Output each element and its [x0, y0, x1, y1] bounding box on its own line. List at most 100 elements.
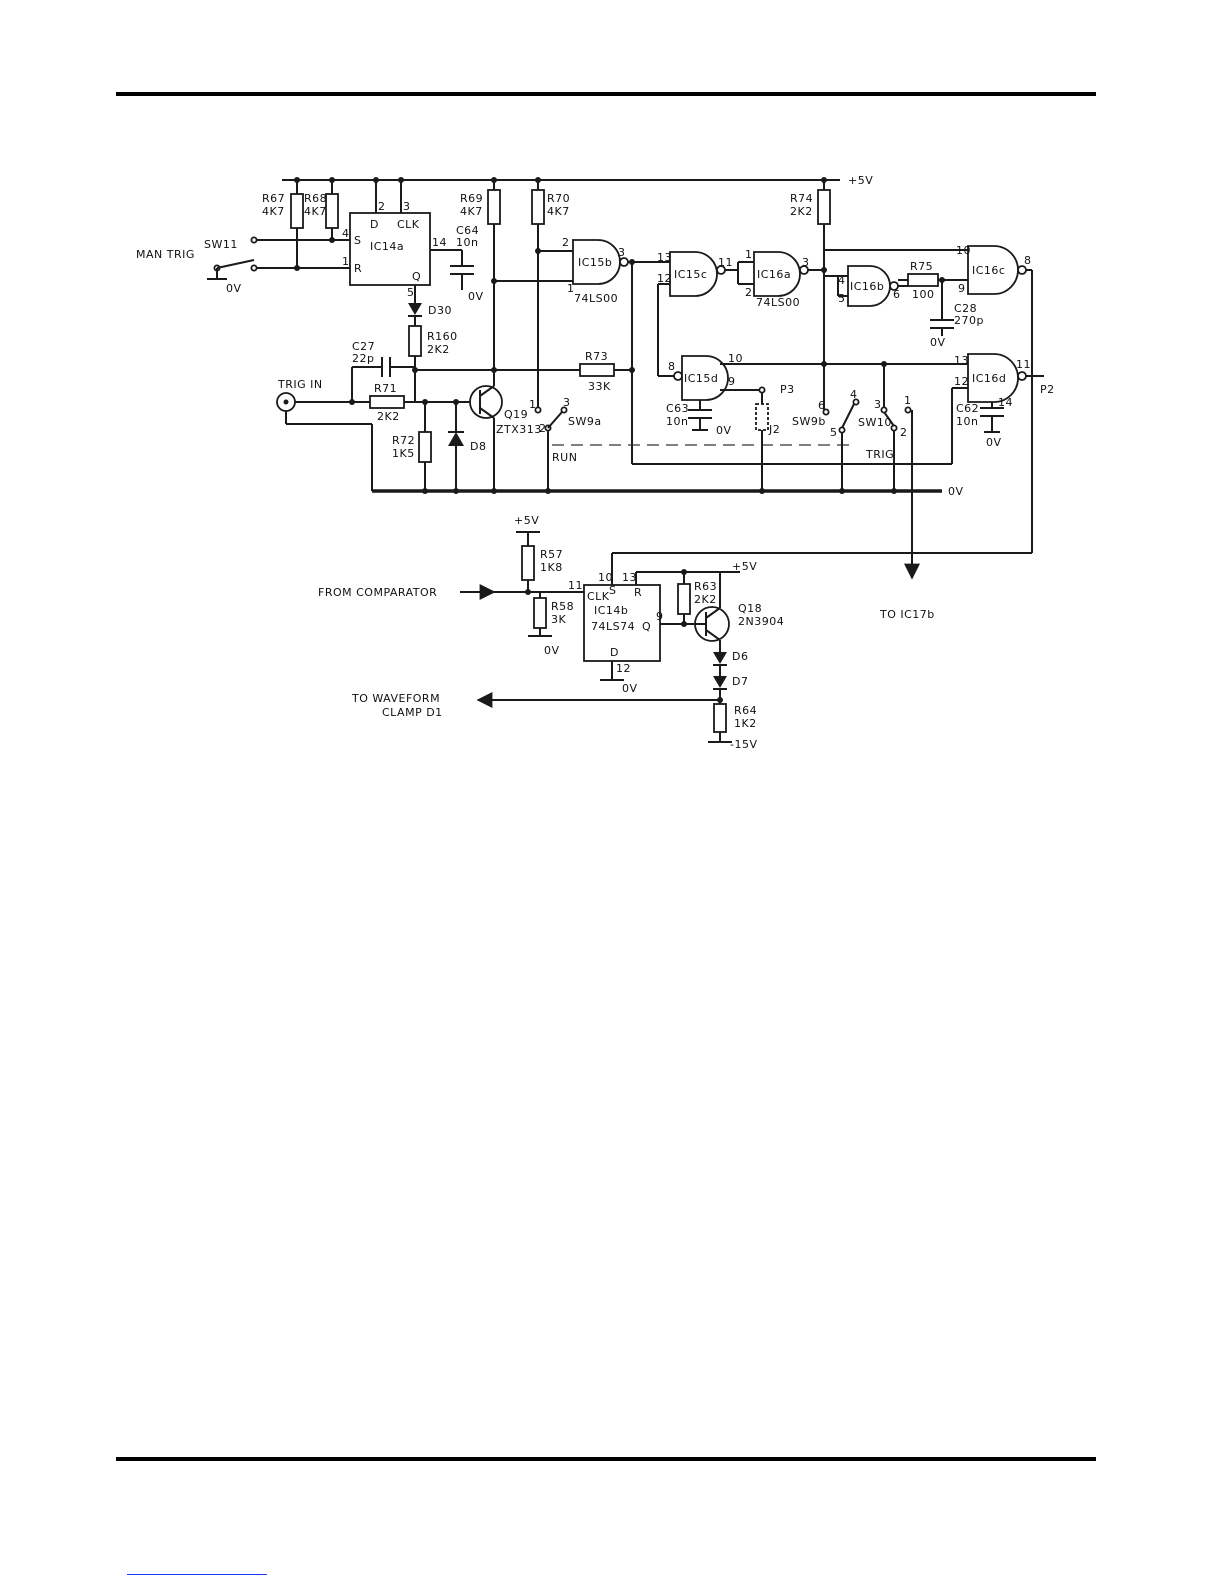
resistor-r67: R67 4K7 [262, 180, 304, 271]
sw11-label: SW11 [204, 238, 238, 251]
resistor-r58: R58 3K 0V [528, 592, 574, 657]
svg-text:R73: R73 [585, 350, 608, 363]
svg-text:D6: D6 [732, 650, 748, 663]
svg-text:IC14a: IC14a [370, 240, 404, 253]
svg-text:74LS00: 74LS00 [756, 296, 800, 309]
svg-text:IC15c: IC15c [674, 268, 707, 281]
svg-text:+5V: +5V [732, 560, 757, 573]
svg-text:10: 10 [598, 571, 613, 584]
svg-text:5: 5 [838, 292, 846, 305]
svg-text:14: 14 [432, 236, 447, 249]
svg-text:6: 6 [893, 288, 901, 301]
svg-text:IC15d: IC15d [684, 372, 718, 385]
svg-text:CLAMP D1: CLAMP D1 [382, 706, 443, 719]
svg-text:3: 3 [403, 200, 411, 213]
resistor-r69: R69 4K7 [415, 180, 501, 373]
ic16c-nand-gate: IC16c 10 9 8 [823, 244, 1033, 553]
svg-text:6: 6 [818, 399, 826, 412]
trig-in-input[interactable]: TRIG IN [276, 378, 373, 491]
svg-text:9: 9 [728, 375, 736, 388]
svg-text:8: 8 [668, 360, 676, 373]
svg-text:4K7: 4K7 [304, 205, 327, 218]
svg-text:C62: C62 [956, 402, 979, 415]
svg-text:2: 2 [900, 426, 908, 439]
svg-text:IC16b: IC16b [850, 280, 884, 293]
svg-text:0V: 0V [930, 336, 946, 349]
rail-0v-label: 0V [948, 485, 964, 498]
svg-text:5: 5 [407, 286, 415, 299]
ic16b-nand-gate: IC16b 4 5 6 [824, 265, 908, 307]
svg-text:11: 11 [718, 256, 733, 269]
svg-text:5: 5 [830, 426, 838, 439]
svg-text:R64: R64 [734, 704, 757, 717]
svg-text:4: 4 [342, 227, 350, 240]
svg-text:4: 4 [838, 274, 846, 287]
svg-text:D8: D8 [470, 440, 486, 453]
resistor-r71: R71 2K2 [369, 370, 428, 423]
ground-rail-0v: 0V [372, 485, 964, 498]
capacitor-c63: C63 10n 0V [666, 400, 731, 437]
svg-text:R75: R75 [910, 260, 933, 273]
supply-rail-5v: +5V [282, 174, 873, 187]
transistor-q19: Q19 ZTX313 [456, 370, 541, 491]
svg-text:R63: R63 [694, 580, 717, 593]
svg-text:R: R [634, 586, 642, 599]
man-trig-input: MAN TRIG SW11 0V [136, 236, 350, 295]
footer-link-underline[interactable] [127, 1574, 267, 1575]
svg-text:-15V: -15V [730, 738, 758, 751]
svg-text:Q: Q [642, 620, 651, 633]
svg-text:1: 1 [529, 398, 537, 411]
svg-text:13: 13 [657, 251, 672, 264]
rail-5v-label: +5V [848, 174, 873, 187]
jumper-j2[interactable]: J2 [755, 393, 780, 491]
svg-text:0V: 0V [468, 290, 484, 303]
resistor-r72: R72 1K5 [392, 402, 432, 491]
diode-d6: D6 [713, 650, 748, 676]
svg-text:4K7: 4K7 [460, 205, 483, 218]
capacitor-c64: C64 10n 0V [450, 224, 484, 303]
svg-text:1: 1 [342, 255, 350, 268]
from-comparator-input: FROM COMPARATOR [318, 584, 584, 600]
svg-text:IC16a: IC16a [757, 268, 791, 281]
svg-text:R160: R160 [427, 330, 458, 343]
resistor-r68: R68 4K7 [304, 180, 339, 243]
svg-text:100: 100 [912, 288, 935, 301]
svg-text:3: 3 [563, 396, 571, 409]
svg-text:D7: D7 [732, 675, 748, 688]
svg-text:11: 11 [568, 579, 583, 592]
svg-text:3: 3 [802, 256, 810, 269]
svg-text:R68: R68 [304, 192, 327, 205]
switch-sw9b[interactable]: 6 4 5 SW9b [792, 388, 860, 491]
svg-text:Q19: Q19 [504, 408, 528, 421]
svg-text:R71: R71 [374, 382, 397, 395]
svg-text:4K7: 4K7 [262, 205, 285, 218]
svg-text:R58: R58 [551, 600, 574, 613]
svg-text:0V: 0V [544, 644, 560, 657]
header-rule [116, 92, 1096, 96]
svg-text:J2: J2 [768, 423, 780, 436]
svg-text:4: 4 [850, 388, 858, 401]
sw9b-label: SW9b [792, 415, 826, 428]
switch-sw9a[interactable]: 1 2 3 SW9a RUN [529, 396, 850, 491]
svg-text:R70: R70 [547, 192, 570, 205]
svg-text:0V: 0V [622, 682, 638, 695]
svg-text:2K2: 2K2 [694, 593, 717, 606]
resistor-r75: R75 100 [898, 260, 970, 301]
run-label: RUN [552, 451, 577, 464]
svg-text:1: 1 [904, 394, 912, 407]
svg-text:2K2: 2K2 [427, 343, 450, 356]
svg-text:3: 3 [874, 398, 882, 411]
to-waveform-clamp-output: TO WAVEFORM CLAMP D1 [351, 692, 720, 719]
resistor-r64: R64 1K2 -15V [708, 703, 758, 751]
switch-sw10[interactable]: 3 1 2 SW10 TRIG [858, 364, 920, 580]
to-ic17b-label: TO IC17b [879, 608, 935, 621]
svg-text:74LS00: 74LS00 [574, 292, 618, 305]
svg-text:1: 1 [745, 248, 753, 261]
svg-text:1K2: 1K2 [734, 717, 757, 730]
svg-text:8: 8 [1024, 254, 1032, 267]
svg-text:1K8: 1K8 [540, 561, 563, 574]
svg-text:1: 1 [567, 282, 575, 295]
svg-text:10n: 10n [456, 236, 478, 249]
svg-text:13: 13 [622, 571, 637, 584]
